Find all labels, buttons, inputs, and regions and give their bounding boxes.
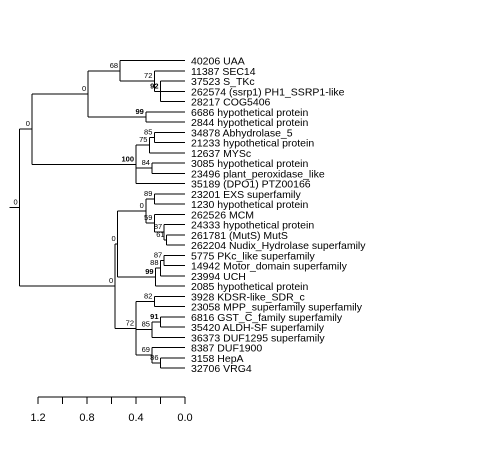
support-value: 85 <box>142 320 150 329</box>
leaf-label: 37523 S_TKc <box>191 76 255 88</box>
support-value: 100 <box>121 154 134 163</box>
leaf-label: 35189 (DPO1) PTZ00166 <box>191 179 311 191</box>
leaf-label: 14942 Motor_domain superfamily <box>191 261 348 273</box>
leaf-label: 3928 KDSR-like_SDR_c <box>191 291 305 303</box>
support-value: 0 <box>13 198 17 207</box>
support-value: 75 <box>139 135 147 144</box>
support-value: 84 <box>142 158 150 167</box>
support-value: 89 <box>144 189 152 198</box>
leaf-label: 5775 PKc_like superfamily <box>191 250 315 262</box>
leaf-label: 40206 UAA <box>191 56 245 68</box>
leaf-label: 28217 COG5406 <box>191 97 271 109</box>
support-value: 87 <box>154 250 162 259</box>
leaf-label: 23496 plant_peroxidase_like <box>191 168 325 180</box>
leaf-label: 262204 Nudix_Hydrolase superfamily <box>191 240 366 252</box>
leaf-label: 23058 MPP_superfamily superfamily <box>191 302 363 314</box>
leaf-label: 6816 GST_C_family superfamily <box>191 312 343 324</box>
support-values: 9272689908575841000896187590878899082918… <box>13 61 164 362</box>
support-value: 99 <box>145 267 153 276</box>
support-value: 99 <box>135 107 143 116</box>
leaf-label: 3085 hypothetical protein <box>191 158 308 170</box>
leaf-label: 8387 DUF1900 <box>191 343 262 355</box>
support-value: 68 <box>110 61 118 70</box>
support-value: 91 <box>150 312 158 321</box>
support-value: 72 <box>126 318 134 327</box>
leaf-label: 21233 hypothetical protein <box>191 138 314 150</box>
support-value: 69 <box>142 345 150 354</box>
leaf-label: 12637 MYSc <box>191 148 251 160</box>
leaf-label: 36373 DUF1295 superfamily <box>191 332 325 344</box>
support-value: 92 <box>150 81 158 90</box>
support-value: 87 <box>154 222 162 231</box>
support-value: 88 <box>150 258 158 267</box>
leaf-label: 261781 (MutS) MutS <box>191 230 288 242</box>
scale-axis: 1.2 0.8 0.4 0.0 <box>30 396 193 424</box>
leaf-label: 2844 hypothetical protein <box>191 117 308 129</box>
leaf-label: 32706 VRG4 <box>191 363 252 375</box>
support-value: 0 <box>26 119 30 128</box>
support-value: 82 <box>144 291 152 300</box>
leaf-label: 23201 EXS superfamily <box>191 189 301 201</box>
support-value: 0 <box>111 234 115 243</box>
leaf-label: 34878 Abhydrolase_5 <box>191 127 293 139</box>
axis-tick-label: 0.8 <box>79 412 94 424</box>
leaf-label: 23994 UCH <box>191 271 246 283</box>
leaf-label: 3158 HepA <box>191 353 244 365</box>
axis-tick-label: 0.0 <box>177 412 192 424</box>
support-value: 59 <box>144 213 152 222</box>
support-value: 85 <box>144 127 152 136</box>
support-value: 0 <box>82 84 86 93</box>
axis-tick-label: 1.2 <box>30 412 45 424</box>
leaf-label: 11387 SEC14 <box>191 66 256 78</box>
support-value: 86 <box>150 353 158 362</box>
leaf-label: 1230 hypothetical protein <box>191 199 308 211</box>
tree-branches <box>9 60 185 369</box>
support-value: 72 <box>144 71 152 80</box>
leaf-label: 35420 ALDH-SF superfamily <box>191 322 325 334</box>
leaf-label: 262574 (ssrp1) PH1_SSRP1-like <box>191 86 345 98</box>
leaf-label: 2085 hypothetical protein <box>191 281 308 293</box>
leaf-label: 6686 hypothetical protein <box>191 107 308 119</box>
support-value: 61 <box>156 230 164 239</box>
leaf-label: 262526 MCM <box>191 209 254 221</box>
support-value: 0 <box>140 201 144 210</box>
axis-tick-label: 0.4 <box>128 412 143 424</box>
support-value: 0 <box>109 276 113 285</box>
leaf-label: 24333 hypothetical protein <box>191 220 314 232</box>
